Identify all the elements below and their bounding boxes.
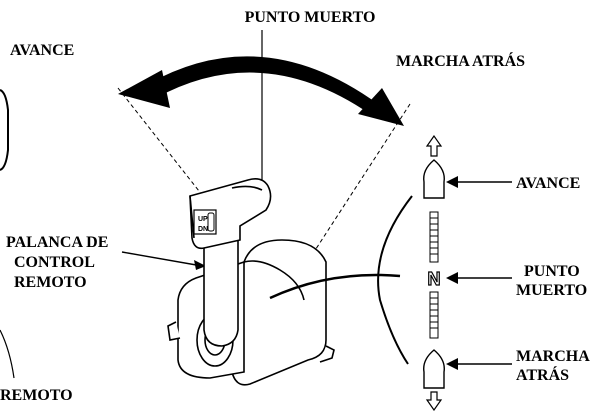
shift-indicator: N <box>423 134 445 411</box>
reverse-boat-icon <box>423 349 445 389</box>
indicator-dash-upper <box>429 211 439 263</box>
label-reverse-top: MARCHA ATRÁS <box>396 51 525 70</box>
label-lever-line2: CONTROL <box>14 254 95 271</box>
lever-leader-line <box>121 251 203 267</box>
arrow-head-reverse <box>358 88 404 126</box>
label-neutral-right-1: PUNTO <box>524 263 580 280</box>
label-lever-line1: PALANCA DE <box>6 234 108 251</box>
trim-dn-label: DN <box>198 226 208 233</box>
forward-boat-icon <box>423 159 445 199</box>
up-arrow-icon <box>425 134 443 157</box>
indicator-callout-line <box>269 273 401 300</box>
label-lever-line3: REMOTO <box>14 274 87 291</box>
forward-limit-line <box>117 87 211 206</box>
forward-leader-arrowhead <box>446 176 458 188</box>
down-arrow-icon <box>425 391 443 411</box>
control-box-housing <box>231 239 327 386</box>
lever-leader-arrowhead <box>194 260 206 270</box>
lever-arm <box>203 235 239 347</box>
trim-switch: UP DN <box>193 209 217 235</box>
label-neutral-top: PUNTO MUERTO <box>245 9 376 26</box>
remote-control-box <box>167 239 335 386</box>
partial-device-leader <box>0 329 15 379</box>
label-reverse-right-2: ATRÁS <box>516 365 569 384</box>
neutral-leader-arrowhead <box>446 272 458 284</box>
indicator-arc <box>377 195 413 365</box>
swing-arrow <box>118 56 404 126</box>
label-bottom-left-partial: REMOTO <box>0 387 73 404</box>
label-reverse-right-1: MARCHA <box>516 348 590 365</box>
reverse-leader-arrowhead <box>446 358 458 370</box>
partial-device-outline <box>0 89 9 171</box>
arrow-head-forward <box>118 70 170 108</box>
label-forward-right: AVANCE <box>516 175 580 192</box>
indicator-dash-lower <box>429 291 439 339</box>
reverse-limit-line <box>311 103 411 256</box>
neutral-indicator-n: N <box>428 269 441 289</box>
trim-up-label: UP <box>198 216 208 223</box>
label-neutral-right-2: MUERTO <box>516 282 587 299</box>
label-forward-top: AVANCE <box>10 42 74 59</box>
